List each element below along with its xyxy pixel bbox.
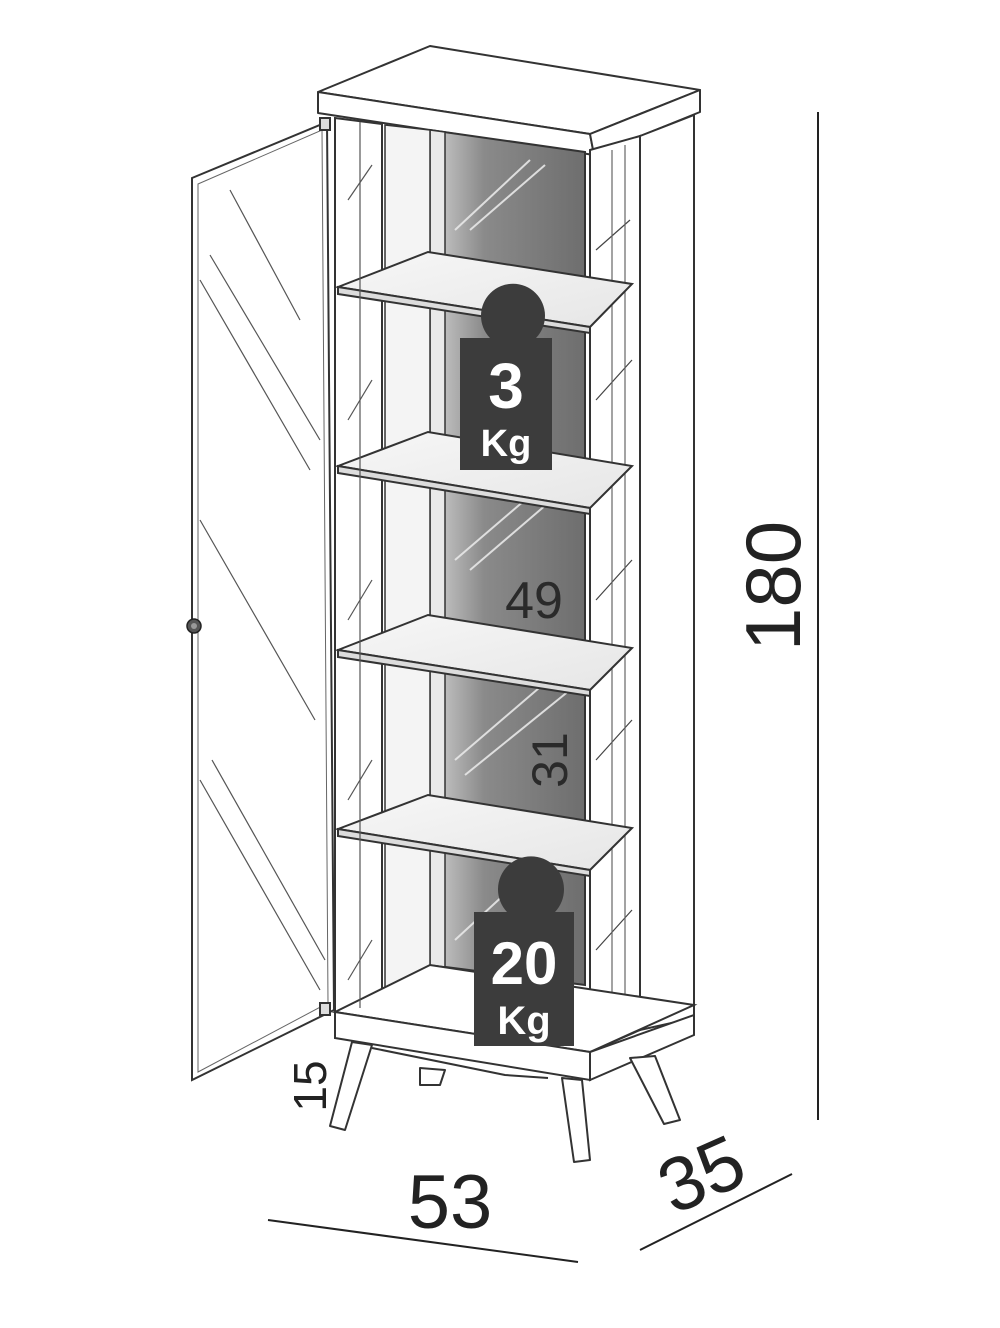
door-knob-icon [186,618,202,634]
width-label: 53 [408,1160,493,1245]
door-hinge-bottom [319,1002,331,1016]
door-hinge-top [319,117,331,131]
depth-label: 35 [646,1119,758,1231]
right-glass-side [595,145,633,1040]
base-weight-value: 20 [491,930,558,997]
width-dimension-line [267,1219,579,1263]
shelf-weight-value: 3 [488,350,524,422]
shelf-spacing-lower-label: 31 [522,732,578,788]
shelf-weight-badge: 3 Kg [460,283,552,470]
depth-dimension-line [639,1173,793,1251]
shelf-weight-unit: Kg [481,423,532,465]
open-glass-door [191,117,336,1082]
base-weight-unit: Kg [497,999,550,1043]
base-weight-badge: 20 Kg [474,856,574,1046]
shelf-spacing-upper-label: 49 [505,572,563,630]
top-slab [317,45,701,156]
left-glass-side [347,122,373,1008]
leg-height-label: 15 [284,1060,336,1111]
legs [329,1041,681,1163]
shelf-3 [334,613,635,698]
height-label: 180 [729,521,817,651]
